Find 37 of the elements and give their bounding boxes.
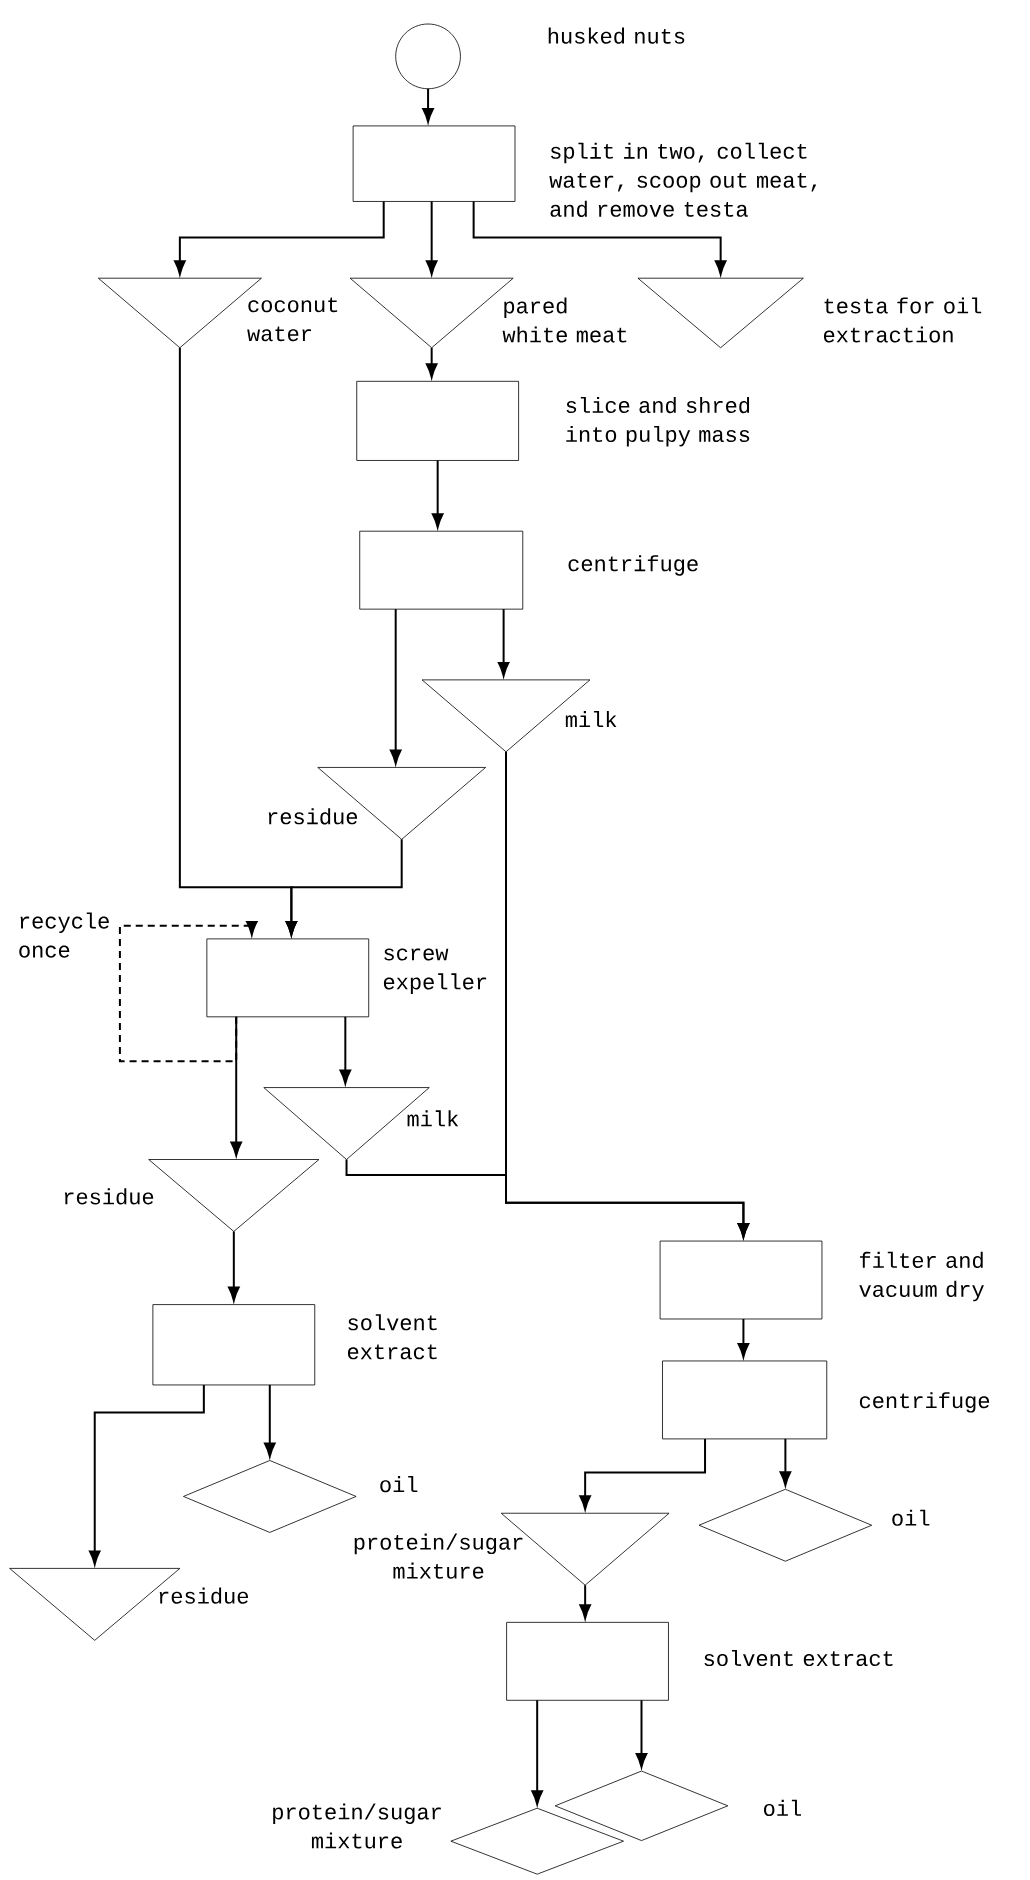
step-label: oil	[764, 1799, 801, 1816]
step-label: testa for oil extraction	[824, 297, 982, 343]
arrow	[285, 838, 403, 936]
arrow	[339, 1015, 352, 1085]
step-label: milk	[407, 1110, 459, 1127]
arrow	[579, 1584, 591, 1620]
arrow	[531, 1699, 543, 1805]
step-label: solvent extract	[704, 1649, 893, 1667]
arrow	[88, 1383, 205, 1566]
arrow	[425, 346, 438, 379]
arrow	[228, 1230, 240, 1302]
step-label: slice and shred into pulpy mass	[566, 396, 750, 447]
step-label: residue	[159, 1587, 249, 1604]
arrow	[422, 87, 434, 123]
step-label: milk	[565, 711, 617, 727]
step-label: solvent extract	[347, 1314, 437, 1360]
step-label: centrifuge	[568, 555, 698, 576]
step-label: oil	[892, 1509, 930, 1526]
step-label: screw expeller	[383, 948, 487, 994]
step-label: protein/sugar mixture	[354, 1533, 523, 1579]
step-label: husked nuts	[548, 27, 685, 44]
edge-label: recycle once	[16, 911, 115, 959]
step-label: split in two, collect water, scoop out meat, and remove testa	[549, 142, 817, 217]
arrow	[389, 608, 402, 765]
step-label: residue	[64, 1188, 154, 1205]
step-label: coconut water	[247, 297, 338, 342]
step-label: protein/sugar mixture	[273, 1803, 441, 1849]
arrow	[118, 920, 258, 1063]
step-label: pared white meat	[502, 297, 627, 343]
arrow	[174, 200, 385, 275]
step-label: residue	[268, 808, 358, 825]
arrow	[230, 1015, 242, 1157]
step-label: oil	[380, 1476, 418, 1493]
arrow	[579, 1437, 707, 1510]
step-label: centrifuge	[859, 1392, 990, 1413]
arrow	[264, 1383, 276, 1458]
step-label: filter and vacuum dry	[859, 1251, 984, 1302]
